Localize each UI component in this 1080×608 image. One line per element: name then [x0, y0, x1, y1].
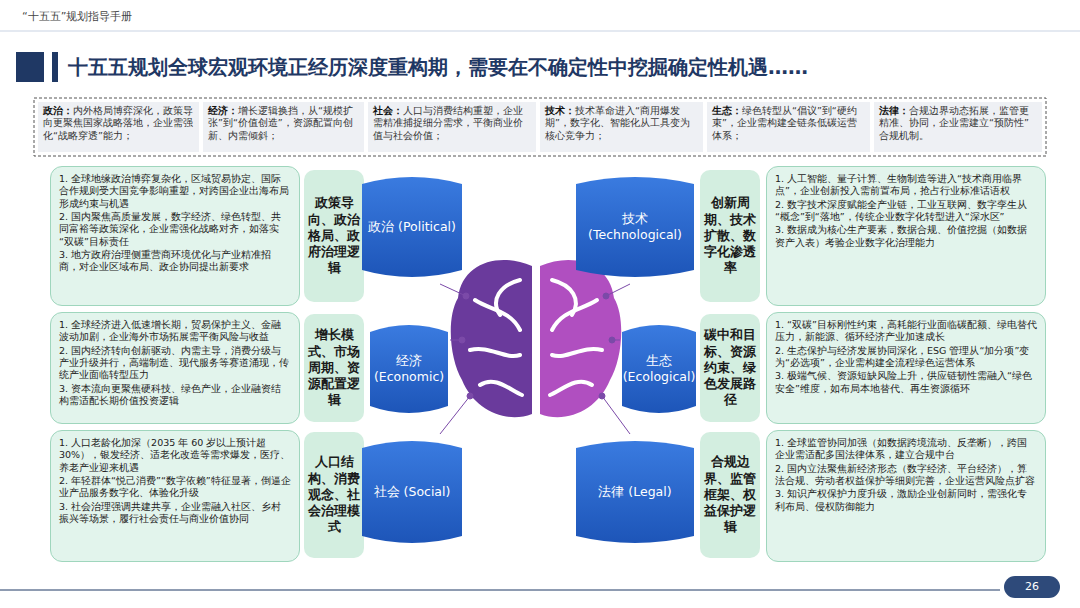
summary-text: 社会：人口与消费结构重塑，企业需精准捕捉细分需求，平衡商业价值与社会价值；	[373, 105, 531, 142]
tag-text: 创新周期、技术扩散、数字化渗透率	[704, 195, 756, 276]
list-item: 3. 极端气候、资源短缺风险上升，供应链韧性需融入“绿色安全”维度，如布局本地替…	[775, 370, 1037, 395]
list-item: 1. “双碳”目标刚性约束，高耗能行业面临碳配额、绿电替代压力，新能源、循环经济…	[775, 319, 1037, 344]
list-item: 1. 人工智能、量子计算、生物制造等进入“技术商用临界点”，企业创新投入需前置布…	[775, 173, 1037, 198]
tag-text: 碳中和目标、资源约束、绿色发展路径	[704, 327, 756, 408]
list-item: 2. 数字技术深度赋能全产业链，工业互联网、数字孪生从“概念”到“落地”，传统企…	[775, 199, 1037, 224]
detail-box: 1. 全球监管协同加强（如数据跨境流动、反垄断），跨国企业需适配多国法律体系，建…	[766, 430, 1046, 562]
panel-text: 技术 (Technological)	[580, 211, 690, 244]
tag-text: 增长模式、市场周期、资源配置逻辑	[308, 327, 360, 408]
footer-rule	[0, 590, 1000, 591]
panel-text: 政治 (Political)	[368, 219, 456, 235]
tag-text: 合规边界、监管框架、权益保护逻辑	[704, 454, 756, 535]
detail-box: 1. 人口老龄化加深（2035 年 60 岁以上预计超 30%），银发经济、适老…	[50, 430, 300, 562]
detail-box: 1. 全球地缘政治博弈复杂化，区域贸易协定、国际合作规则受大国竞争影响重塑，对跨…	[50, 166, 300, 306]
panel-text: 法律 (Legal)	[598, 484, 671, 500]
summary-box: 法律：合规边界动态拓展，监管更精准、协同，企业需建立“预防性”合规机制。	[874, 102, 1042, 152]
summary-heading: 社会：	[373, 105, 403, 116]
header-text: “十五五”规划指导手册	[22, 9, 322, 24]
pestel-panel: 技术 (Technological)	[576, 174, 694, 280]
list-item: 3. 地方政府治理侧重营商环境优化与产业精准招商，对企业区域布局、政企协同提出新…	[59, 249, 291, 274]
tag-text: 人口结构、消费观念、社会治理模式	[308, 454, 360, 535]
panel-text: 经济 (Economic)	[374, 353, 444, 386]
detail-box: 1. 全球经济进入低速增长期，贸易保护主义、金融波动加剧，企业海外市场拓展需平衡…	[50, 312, 300, 424]
leader-lines	[440, 284, 630, 434]
summary-heading: 经济：	[208, 105, 238, 116]
pestel-panel: 社会 (Social)	[362, 438, 462, 546]
summary-box: 技术：技术革命进入“商用爆发期”，数字化、智能化从工具变为核心竞争力；	[540, 102, 703, 152]
summary-heading: 法律：	[879, 105, 909, 116]
list-item: 1. 人口老龄化加深（2035 年 60 岁以上预计超 30%），银发经济、适老…	[59, 437, 291, 474]
summary-text: 政治：内外格局博弈深化，政策导向更聚焦国家战略落地，企业需强化“战略穿透”能力；	[43, 105, 194, 142]
tag-text: 政策导向、政治格局、政府治理逻辑	[308, 195, 360, 276]
page-number-pill	[1004, 576, 1060, 598]
brain	[451, 260, 621, 417]
dimension-tag: 合规边界、监管框架、权益保护逻辑	[700, 432, 760, 558]
title-marker	[16, 52, 44, 82]
summary-box: 经济：增长逻辑换挡，从“规模扩张”到“价值创造”，资源配置向创新、内需倾斜；	[203, 102, 364, 152]
summary-heading: 生态：	[712, 105, 742, 116]
strip-frame	[34, 98, 1046, 156]
summary-text: 技术：技术革命进入“商用爆发期”，数字化、智能化从工具变为核心竞争力；	[545, 105, 698, 142]
list-item: 3. 社会治理强调共建共享，企业需融入社区、乡村振兴等场景，履行社会责任与商业价…	[59, 501, 291, 526]
summary-heading: 技术：	[545, 105, 575, 116]
list-item: 2. 生态保护与经济发展协同深化，ESG 管理从“加分项”变为“必选项”，企业需…	[775, 345, 1037, 370]
detail-box: 1. “双碳”目标刚性约束，高耗能行业面临碳配额、绿电替代压力，新能源、循环经济…	[766, 312, 1046, 424]
panel-text: 生态 (Ecological)	[623, 353, 696, 386]
summary-box: 社会：人口与消费结构重塑，企业需精准捕捉细分需求，平衡商业价值与社会价值；	[368, 102, 536, 152]
list-item: 3. 知识产权保护力度升级，激励企业创新同时，需强化专利布局、侵权防御能力	[775, 488, 1037, 513]
list-item: 2. 国内立法聚焦新经济形态（数字经济、平台经济），算法合规、劳动者权益保护等细…	[775, 463, 1037, 488]
list-item: 3. 资本流向更聚焦硬科技、绿色产业，企业融资结构需适配长期价值投资逻辑	[59, 383, 291, 408]
list-item: 1. 全球地缘政治博弈复杂化，区域贸易协定、国际合作规则受大国竞争影响重塑，对跨…	[59, 173, 291, 210]
dimension-tag: 人口结构、消费观念、社会治理模式	[304, 432, 364, 558]
list-item: 1. 全球经济进入低速增长期，贸易保护主义、金融波动加剧，企业海外市场拓展需平衡…	[59, 319, 291, 344]
pestel-panel: 法律 (Legal)	[576, 438, 694, 546]
list-item: 2. 国内聚焦高质量发展，数字经济、绿色转型、共同富裕等政策深化，企业需强化战略…	[59, 211, 291, 248]
summary-text: 经济：增长逻辑换挡，从“规模扩张”到“价值创造”，资源配置向创新、内需倾斜；	[208, 105, 359, 142]
detail-box: 1. 人工智能、量子计算、生物制造等进入“技术商用临界点”，企业创新投入需前置布…	[766, 166, 1046, 306]
dimension-tag: 政策导向、政治格局、政府治理逻辑	[304, 170, 364, 302]
page-number: 26	[1004, 580, 1060, 593]
list-item: 1. 全球监管协同加强（如数据跨境流动、反垄断），跨国企业需适配多国法律体系，建…	[775, 437, 1037, 462]
dimension-tag: 碳中和目标、资源约束、绿色发展路径	[700, 314, 760, 422]
dimension-tag: 创新周期、技术扩散、数字化渗透率	[700, 170, 760, 302]
title-marker	[52, 52, 58, 82]
header-rule	[0, 31, 1080, 32]
pestel-panel: 政治 (Political)	[362, 174, 462, 280]
summary-text: 法律：合规边界动态拓展，监管更精准、协同，企业需建立“预防性”合规机制。	[879, 105, 1037, 142]
summary-text: 生态：绿色转型从“倡议”到“硬约束”，企业需构建全链条低碳运营体系；	[712, 105, 865, 142]
pestel-panel: 生态 (Ecological)	[622, 322, 696, 416]
list-item: 2. 国内经济转向创新驱动、内需主导，消费分级与产业升级并行，高端制造、现代服务…	[59, 345, 291, 382]
panel-text: 社会 (Social)	[374, 484, 451, 500]
summary-box: 生态：绿色转型从“倡议”到“硬约束”，企业需构建全链条低碳运营体系；	[707, 102, 870, 152]
dimension-tag: 增长模式、市场周期、资源配置逻辑	[304, 314, 364, 422]
summary-heading: 政治：	[43, 105, 73, 116]
list-item: 2. 年轻群体“悦己消费”“数字依赖”特征显著，倒逼企业产品服务数字化、体验化升…	[59, 475, 291, 500]
summary-box: 政治：内外格局博弈深化，政策导向更聚焦国家战略落地，企业需强化“战略穿透”能力；	[38, 102, 199, 152]
page-title: 十五五规划全球宏观环境正经历深度重构期，需要在不确定性中挖掘确定性机遇……	[68, 54, 1058, 81]
list-item: 3. 数据成为核心生产要素，数据合规、价值挖掘（如数据资产入表）考验企业数字化治…	[775, 224, 1037, 249]
pestel-panel: 经济 (Economic)	[370, 322, 448, 416]
